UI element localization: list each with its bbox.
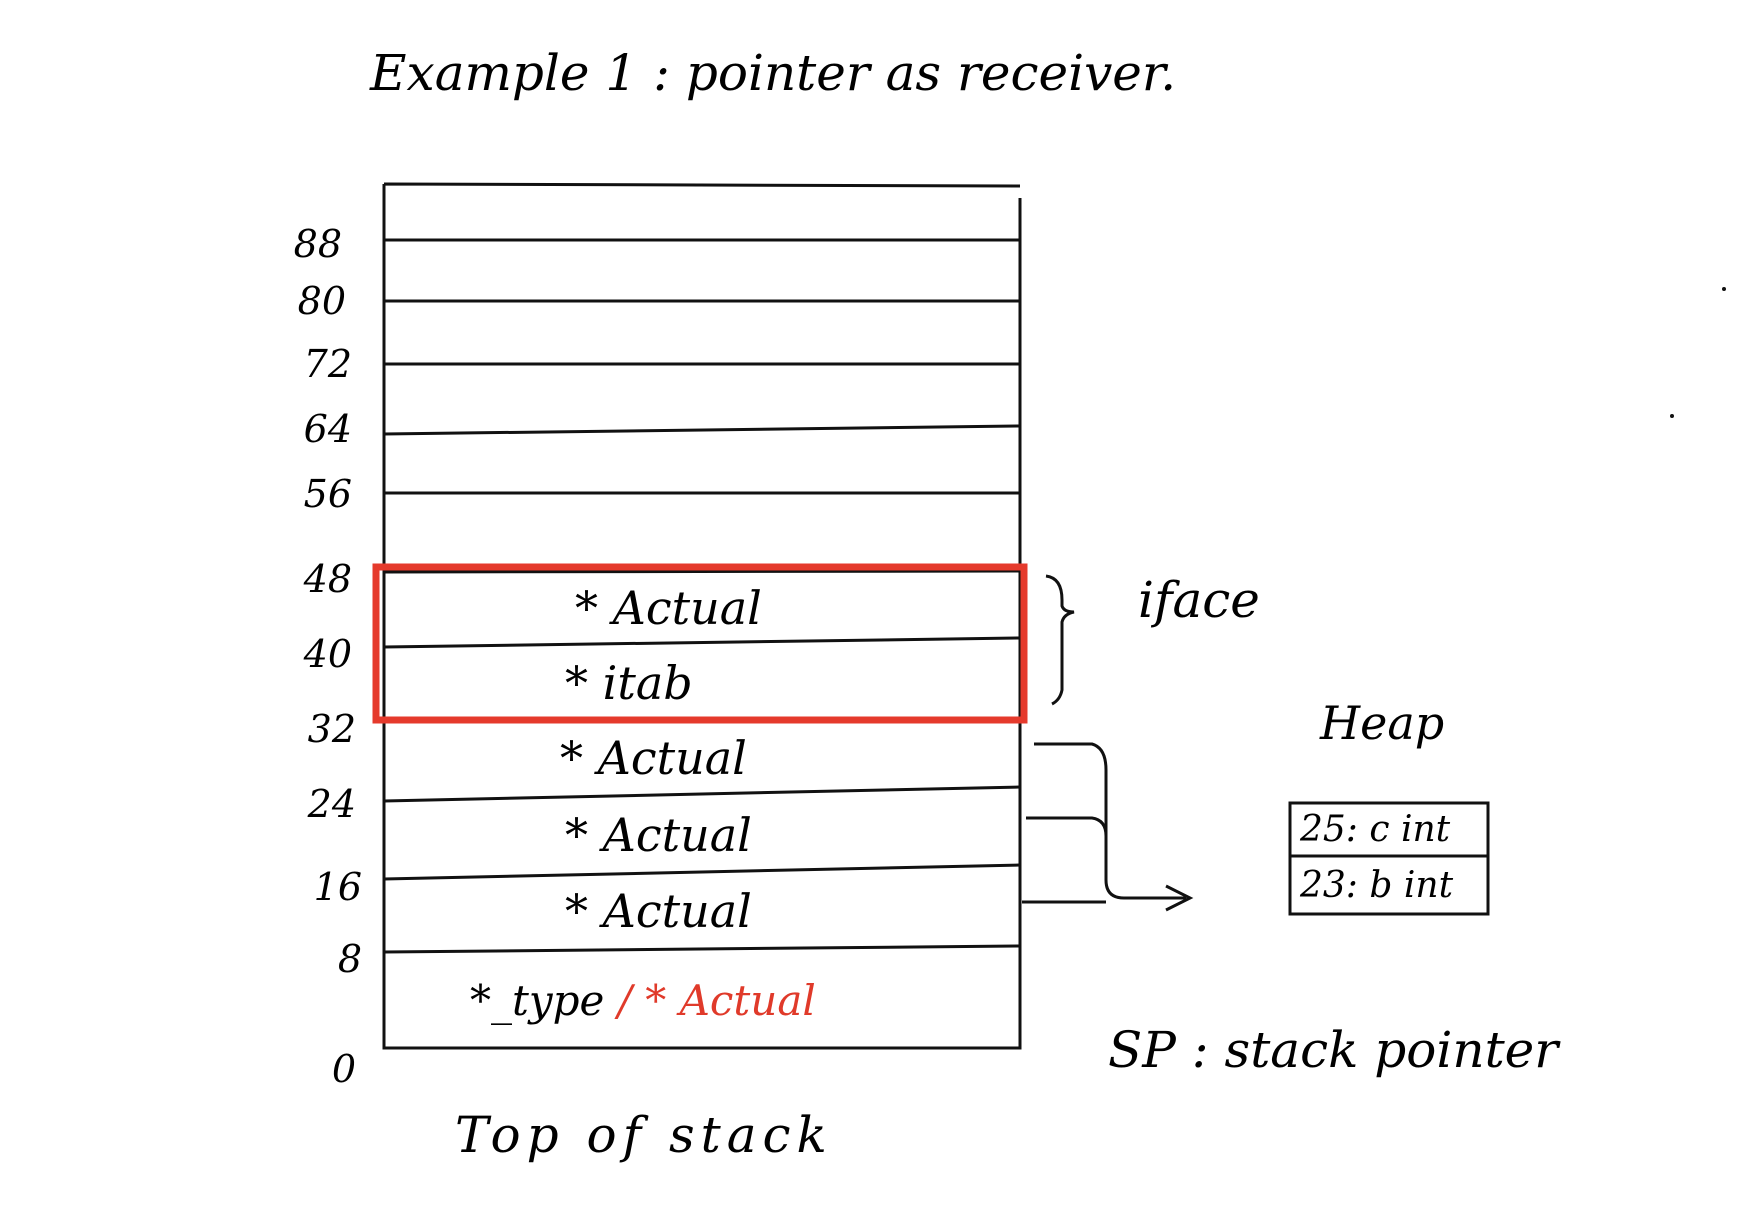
offset-label: 16 (313, 865, 362, 909)
page-title: Example 1 : pointer as receiver. (370, 44, 1177, 102)
stack-cell-actual-24: * Actual (565, 808, 752, 862)
offset-label: 72 (303, 342, 352, 386)
stack-cell-actual-32: * Actual (560, 731, 747, 785)
stack-caption: Top of stack (455, 1106, 833, 1164)
heap-box (1288, 801, 1490, 916)
stray-dot (1670, 414, 1674, 418)
stray-dot (1722, 287, 1726, 291)
sp-note: SP : stack pointer (1108, 1021, 1559, 1079)
offset-label: 0 (331, 1047, 356, 1091)
iface-label: iface (1138, 571, 1260, 629)
stack-cell-actual-48: * Actual (575, 581, 762, 635)
offset-label: 48 (303, 557, 352, 601)
offset-label: 64 (303, 407, 352, 451)
offset-label: 32 (307, 707, 356, 751)
offset-label: 56 (303, 472, 352, 516)
iface-brace (1045, 574, 1075, 706)
offset-label: 8 (337, 937, 362, 981)
iface-highlight-box (372, 563, 1028, 724)
type-prefix: *_type (470, 976, 605, 1025)
stack-cell-itab-40: * itab (565, 656, 693, 710)
stack-outline (382, 182, 1022, 1050)
offset-label: 24 (307, 782, 356, 826)
offset-label: 80 (297, 279, 346, 323)
stack-row-lines (383, 238, 1021, 954)
heap-cell-b: 23: b int (1300, 865, 1454, 906)
stack-cell-actual-16: * Actual (565, 884, 752, 938)
heap-label: Heap (1320, 696, 1445, 750)
offset-label: 40 (303, 632, 352, 676)
stack-cell-type-0: *_type / * Actual (470, 980, 816, 1022)
pointer-arrow (1022, 742, 1194, 912)
offset-label: 88 (293, 222, 342, 266)
actual-suffix: / * Actual (617, 976, 816, 1025)
heap-cell-c: 25: c int (1300, 809, 1451, 850)
